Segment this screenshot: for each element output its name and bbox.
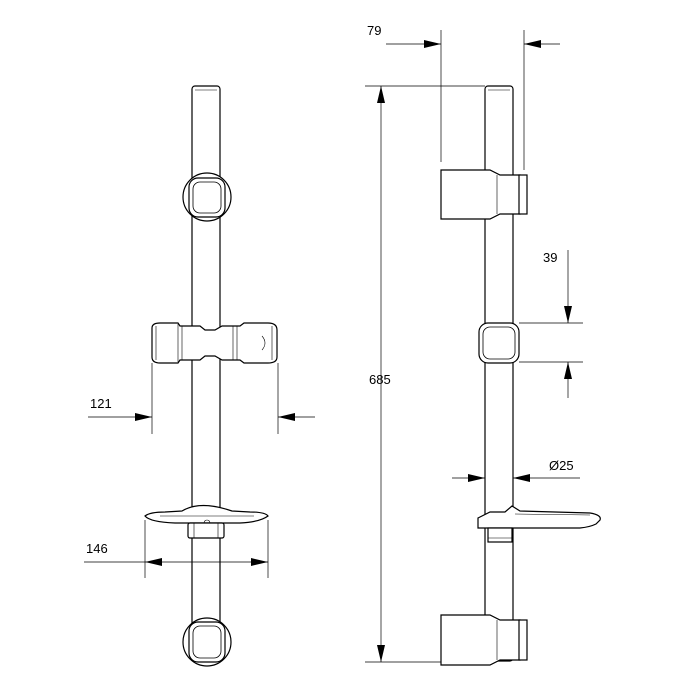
dimension-label-121: 121 [90,396,112,411]
front-bottom-bracket [182,617,232,667]
dimension-label-146: 146 [86,541,108,556]
dimension-rail-diameter: Ø25 [452,458,580,482]
side-slider [478,322,520,364]
dimension-slider-width: 121 [88,363,315,434]
front-soap-dish [144,504,269,539]
side-top-bracket [440,169,528,220]
side-soap-dish [477,505,601,543]
side-view [440,85,601,666]
dimension-bracket-depth: 79 [367,23,560,170]
side-bottom-bracket [440,614,528,666]
dimension-label-685: 685 [369,372,391,387]
front-view [144,85,278,667]
dimension-label-79: 79 [367,23,381,38]
dimension-overall-height: 685 [365,85,485,663]
front-slider [151,322,278,364]
dimension-slider-spacing: 39 [519,250,583,398]
front-top-bracket [182,172,232,222]
dimension-label-diameter: Ø25 [549,458,574,473]
dimension-label-39: 39 [543,250,557,265]
dimension-soap-dish-width: 146 [84,520,269,578]
